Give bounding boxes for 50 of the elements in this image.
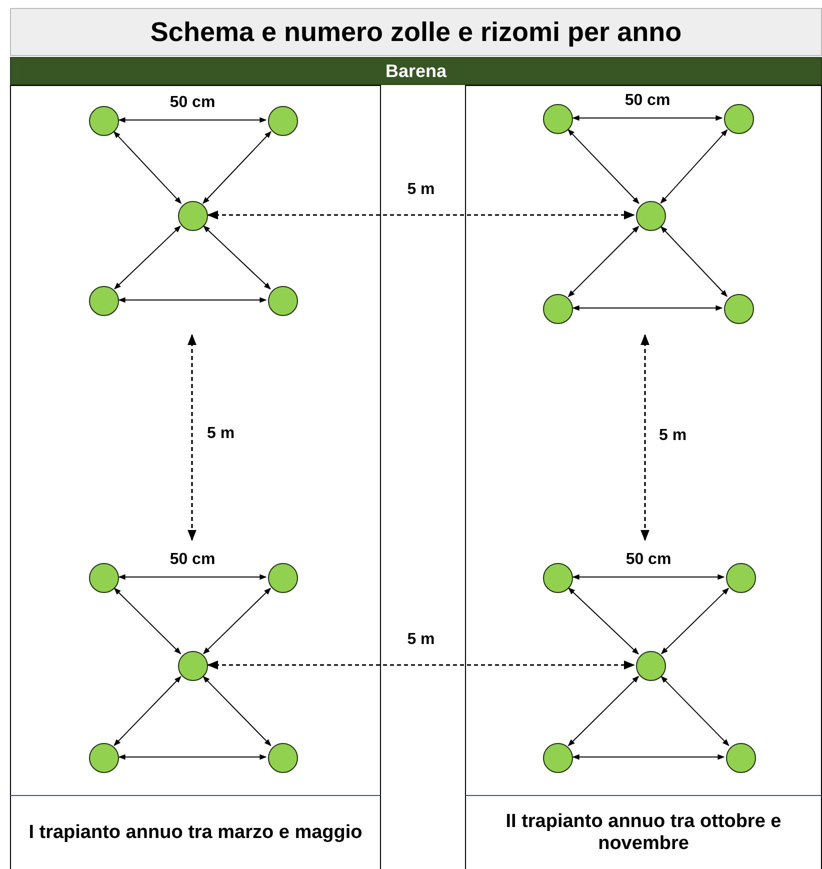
plant-circle bbox=[89, 106, 119, 136]
title: Schema e numero zolle e rizomi per anno bbox=[10, 8, 822, 56]
plant-circle bbox=[543, 104, 573, 134]
arrow bbox=[114, 226, 181, 290]
plant-circle bbox=[89, 286, 119, 316]
arrow bbox=[118, 117, 267, 123]
arrow bbox=[203, 225, 271, 290]
plant-circle bbox=[724, 104, 754, 134]
arrow bbox=[568, 226, 640, 298]
plant-circle bbox=[178, 651, 208, 681]
plant-circle bbox=[636, 201, 666, 231]
arrow bbox=[118, 574, 267, 580]
plant-circle bbox=[543, 563, 573, 593]
caption-box: I trapianto annuo tra marzo e maggio bbox=[10, 795, 381, 869]
dashed-arrow bbox=[206, 660, 636, 670]
arrow bbox=[118, 754, 267, 760]
arrow bbox=[660, 676, 730, 746]
plant-circle bbox=[268, 286, 298, 316]
arrow bbox=[572, 754, 725, 760]
arrow bbox=[118, 297, 267, 303]
plant-circle bbox=[268, 743, 298, 773]
plant-circle bbox=[89, 743, 119, 773]
plant-circle bbox=[724, 294, 754, 324]
arrow bbox=[114, 588, 182, 654]
plant-circle bbox=[543, 294, 573, 324]
plant-circle bbox=[726, 563, 756, 593]
arrow bbox=[202, 588, 272, 654]
arrow bbox=[568, 129, 640, 204]
arrow bbox=[572, 305, 723, 311]
arrow bbox=[114, 676, 182, 746]
arrow bbox=[202, 676, 272, 746]
plant-circle bbox=[636, 651, 666, 681]
arrow bbox=[568, 588, 639, 654]
arrow bbox=[660, 226, 728, 297]
header-band: Barena bbox=[10, 57, 822, 85]
caption-box: II trapianto annuo tra ottobre e novembre bbox=[465, 795, 822, 869]
arrow bbox=[572, 115, 723, 121]
plant-circle bbox=[89, 563, 119, 593]
plant-circle bbox=[268, 563, 298, 593]
dashed-arrow bbox=[206, 210, 636, 220]
arrow bbox=[568, 676, 640, 746]
plant-circle bbox=[726, 743, 756, 773]
arrow bbox=[202, 131, 272, 204]
arrow bbox=[660, 588, 730, 654]
arrow bbox=[660, 129, 728, 204]
arrow bbox=[113, 131, 182, 204]
plant-circle bbox=[543, 743, 573, 773]
arrow bbox=[572, 574, 725, 580]
plant-circle bbox=[268, 106, 298, 136]
plant-circle bbox=[178, 201, 208, 231]
